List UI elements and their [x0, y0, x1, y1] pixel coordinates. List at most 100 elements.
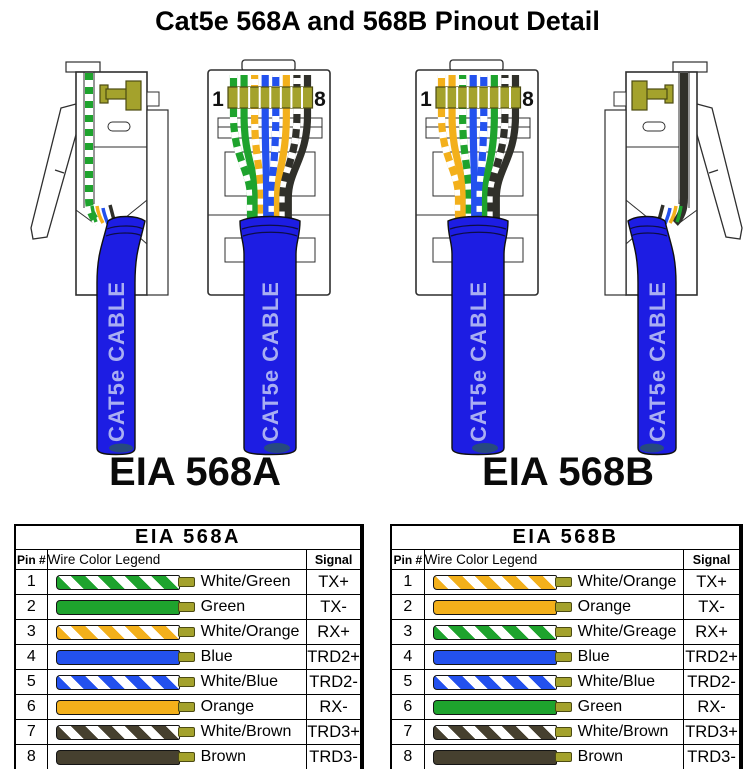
pin-number: 7 [14, 719, 48, 745]
wire-tip [177, 702, 195, 712]
table-row: 8 Brown TRD3- [390, 744, 742, 769]
wire-color-bar [55, 649, 180, 665]
wire-color-name: Orange [200, 698, 255, 715]
wire-legend: Orange [425, 596, 682, 619]
pin-1-label: 1 [420, 88, 432, 111]
connector-front-view-568b: 1 8 CAT5e CABLE [415, 59, 539, 456]
pin-number: 3 [390, 619, 425, 645]
pin-number: 6 [14, 694, 48, 720]
signal-label: TRD2- [306, 669, 363, 695]
signal-label: RX+ [683, 619, 742, 645]
wire-legend: White/Orange [425, 571, 682, 594]
wire-tip [554, 702, 572, 712]
rj45-side-drawing [30, 61, 169, 456]
wire-color-bar [432, 724, 557, 740]
signal-label: RX- [683, 694, 742, 720]
table-header-row: Pin # Wire Color Legend Signal [390, 549, 742, 570]
wire-tip [554, 652, 572, 662]
wire-tip [177, 727, 195, 737]
wire-legend: White/Orange [48, 621, 305, 644]
wire-color-name: Brown [577, 748, 624, 765]
signal-column-header: Signal [306, 549, 363, 570]
wire-color-bar [432, 624, 557, 640]
wire-legend: Green [425, 696, 682, 719]
wire-color-bar [432, 649, 557, 665]
page-title: Cat5e 568A and 568B Pinout Detail [155, 6, 600, 36]
table-row: 4 Blue TRD2+ [390, 644, 742, 670]
wire-color-bar [55, 724, 180, 740]
wire-tip [554, 727, 572, 737]
wire-color-bar [55, 624, 180, 640]
wire-tip [177, 627, 195, 637]
wire-tip [177, 752, 195, 762]
legend-column-header: Wire Color Legend [46, 549, 308, 570]
signal-column-header: Signal [683, 549, 742, 570]
wire-legend: Blue [425, 646, 682, 669]
cable-label: CAT5e CABLE [104, 281, 129, 442]
wire-legend: White/Green [48, 571, 305, 594]
pin-number: 2 [14, 594, 48, 620]
signal-label: TRD3+ [683, 719, 742, 745]
pin-number: 2 [390, 594, 425, 620]
wire-tip [177, 602, 195, 612]
table-title: EIA 568B [390, 524, 742, 550]
wire-legend: White/Greage [425, 621, 682, 644]
pin-column-header: Pin # [14, 549, 48, 570]
wire-legend: Brown [48, 746, 305, 769]
signal-label: RX- [306, 694, 363, 720]
table-title: EIA 568A [14, 524, 363, 550]
signal-label: TX- [683, 594, 742, 620]
signal-label: TX- [306, 594, 363, 620]
wire-color-bar [55, 749, 180, 765]
pin-number: 4 [14, 644, 48, 670]
pin-8-label: 8 [314, 88, 326, 111]
table-row: 7 White/Brown TRD3+ [14, 719, 363, 745]
section-label-568a: EIA 568A [109, 450, 281, 494]
pin-number: 1 [390, 569, 425, 595]
wire-legend: White/Blue [425, 671, 682, 694]
wire-color-bar [432, 749, 557, 765]
table-row: 7 White/Brown TRD3+ [390, 719, 742, 745]
wire-color-name: White/Blue [200, 673, 279, 690]
wire-color-bar [432, 599, 557, 615]
signal-label: TX+ [683, 569, 742, 595]
table-row: 3 White/Orange RX+ [14, 619, 363, 645]
table-row: 5 White/Blue TRD2- [14, 669, 363, 695]
wire-color-bar [432, 674, 557, 690]
pin-number: 5 [390, 669, 425, 695]
pin-number: 5 [14, 669, 48, 695]
wire-color-name: Green [200, 598, 246, 615]
cable-label: CAT5e CABLE [258, 281, 283, 442]
pin-number: 3 [14, 619, 48, 645]
pin-number: 7 [390, 719, 425, 745]
signal-label: TRD3- [683, 744, 742, 769]
wire-tip [554, 602, 572, 612]
wire-color-name: White/Brown [577, 723, 669, 740]
wire-tip [177, 677, 195, 687]
table-row: 8 Brown TRD3- [14, 744, 363, 769]
pin-number: 6 [390, 694, 425, 720]
signal-label: TX+ [306, 569, 363, 595]
table-row: 2 Orange TX- [390, 594, 742, 620]
table-header-row: Pin # Wire Color Legend Signal [14, 549, 363, 570]
wire-tip [554, 577, 572, 587]
wire-legend: White/Brown [48, 721, 305, 744]
pin-number: 8 [14, 744, 48, 769]
rj45-side-drawing [604, 61, 743, 456]
signal-label: TRD2- [683, 669, 742, 695]
signal-label: TRD2+ [306, 644, 363, 670]
pin-number: 4 [390, 644, 425, 670]
wire-legend: Green [48, 596, 305, 619]
rj45-front-drawing [415, 59, 539, 456]
pin-number: 1 [14, 569, 48, 595]
wire-color-bar [55, 674, 180, 690]
connector-side-view-568a: CAT5e CABLE [30, 61, 169, 456]
table-title-row: EIA 568A [14, 524, 363, 550]
wire-color-bar [432, 574, 557, 590]
wire-tip [177, 652, 195, 662]
table-row: 4 Blue TRD2+ [14, 644, 363, 670]
cable-label: CAT5e CABLE [645, 281, 670, 442]
wire-color-name: White/Green [200, 573, 291, 590]
wire-color-bar [55, 699, 180, 715]
